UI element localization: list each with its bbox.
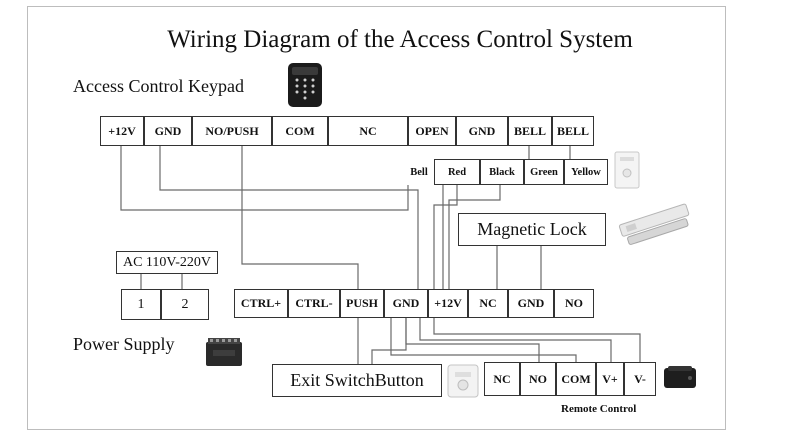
bell-wire-red: Red	[434, 159, 480, 185]
keypad-terminal-no-push: NO/PUSH	[192, 116, 272, 146]
psu-terminal-12v: +12V	[428, 289, 468, 318]
keypad-terminal-gnd-2: GND	[456, 116, 508, 146]
wire-exit-b	[371, 316, 407, 366]
ac-terminal-2: 2	[161, 289, 209, 320]
keypad-device-icon	[288, 63, 322, 107]
diagram-frame	[27, 6, 726, 430]
wire-keypad-12v	[120, 145, 444, 290]
remote-terminal-v-minus: V-	[624, 362, 656, 396]
psu-terminal-gnd-2: GND	[508, 289, 554, 318]
exit-button-icon	[447, 364, 479, 398]
bell-wire-black: Black	[480, 159, 524, 185]
remote-control-label: Remote Control	[561, 403, 637, 415]
power-supply-icon	[206, 338, 242, 366]
remote-terminal-com: COM	[556, 362, 596, 396]
keypad-terminal-bell-1: BELL	[508, 116, 552, 146]
magnetic-lock-icon	[618, 203, 690, 245]
wire-keypad-gnd	[159, 145, 419, 290]
bell-strip-label: Bell	[404, 159, 434, 185]
ac-input-label: AC 110V-220V	[116, 251, 218, 274]
wire-remote-v+	[419, 316, 612, 362]
keypad-label: Access Control Keypad	[73, 76, 244, 96]
bell-wire-yellow: Yellow	[564, 159, 608, 185]
remote-receiver-icon	[664, 366, 696, 388]
exit-switch-label: Exit SwitchButton	[272, 364, 442, 397]
keypad-terminal-gnd: GND	[144, 116, 192, 146]
psu-terminal-nc: NC	[468, 289, 508, 318]
wire-remote-com	[390, 316, 577, 362]
remote-terminal-v-plus: V+	[596, 362, 624, 396]
keypad-terminal-com: COM	[272, 116, 328, 146]
keypad-terminal-open: OPEN	[408, 116, 456, 146]
keypad-terminal-bell-2: BELL	[552, 116, 594, 146]
remote-terminal-no: NO	[520, 362, 556, 396]
psu-terminal-gnd: GND	[384, 289, 428, 318]
keypad-terminal-12v: +12V	[100, 116, 144, 146]
psu-terminal-ctrl-minus: CTRL-	[288, 289, 340, 318]
psu-terminal-no: NO	[554, 289, 594, 318]
wire-bell-black	[448, 184, 501, 290]
remote-terminal-nc: NC	[484, 362, 520, 396]
wire-bell-red	[433, 184, 458, 290]
psu-terminal-ctrl-plus: CTRL+	[234, 289, 288, 318]
wire-remote-v-	[433, 316, 641, 362]
ac-terminal-1: 1	[121, 289, 161, 320]
diagram-title: Wiring Diagram of the Access Control Sys…	[167, 26, 633, 53]
wire-keypad-push	[241, 145, 359, 290]
psu-terminal-push: PUSH	[340, 289, 384, 318]
power-supply-label: Power Supply	[73, 334, 175, 354]
door-bell-icon	[614, 151, 640, 189]
bell-wire-green: Green	[524, 159, 564, 185]
magnetic-lock-label: Magnetic Lock	[458, 213, 606, 246]
wire-remote-no	[405, 316, 540, 362]
keypad-terminal-nc: NC	[328, 116, 408, 146]
